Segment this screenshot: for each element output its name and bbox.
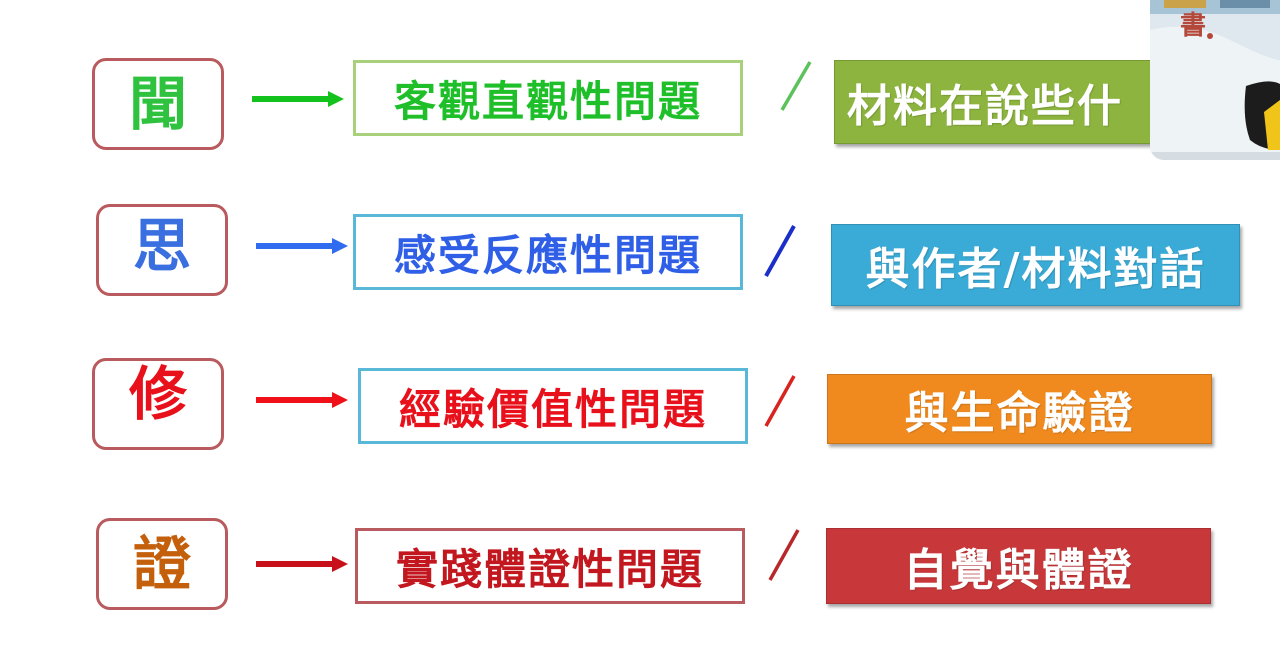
question-box-2: 感受反應性問題 bbox=[353, 214, 743, 290]
arrow-3 bbox=[256, 390, 348, 410]
arrow-1 bbox=[252, 89, 344, 109]
slash-4 bbox=[766, 528, 802, 582]
char-box-wen: 聞 bbox=[92, 58, 224, 150]
webcam-overlay: 書 bbox=[1150, 0, 1280, 160]
answer-box-2: 與作者/材料對話 bbox=[831, 224, 1240, 306]
answer-box-3: 與生命驗證 bbox=[827, 374, 1212, 444]
slash-1 bbox=[778, 60, 814, 112]
question-text-1: 客觀直觀性問題 bbox=[393, 76, 702, 126]
char-box-xiu: 修 bbox=[92, 358, 224, 450]
answer-text-4: 自覺與體證 bbox=[903, 545, 1134, 596]
char-si: 思 bbox=[132, 212, 191, 280]
svg-text:書: 書 bbox=[1180, 11, 1206, 41]
answer-box-4: 自覺與體證 bbox=[826, 528, 1211, 604]
char-box-zheng: 證 bbox=[96, 518, 228, 610]
char-zheng: 證 bbox=[132, 530, 191, 598]
question-text-4: 實踐體證性問題 bbox=[395, 544, 704, 594]
answer-text-2: 與作者/材料對話 bbox=[865, 244, 1206, 295]
answer-text-1: 材料在說些什 bbox=[847, 81, 1123, 132]
slash-3 bbox=[762, 374, 798, 428]
char-xiu: 修 bbox=[128, 360, 187, 428]
arrow-4 bbox=[256, 554, 348, 574]
question-text-2: 感受反應性問題 bbox=[393, 230, 702, 280]
answer-text-3: 與生命驗證 bbox=[904, 388, 1135, 439]
arrow-2 bbox=[256, 236, 348, 256]
question-box-4: 實踐體證性問題 bbox=[355, 528, 745, 604]
char-box-si: 思 bbox=[96, 204, 228, 296]
answer-box-1: 材料在說些什 bbox=[834, 60, 1164, 144]
question-box-3: 經驗價值性問題 bbox=[358, 368, 748, 444]
slash-2 bbox=[762, 224, 798, 278]
question-text-3: 經驗價值性問題 bbox=[398, 384, 707, 434]
char-wen: 聞 bbox=[128, 70, 187, 138]
question-box-1: 客觀直觀性問題 bbox=[353, 60, 743, 136]
